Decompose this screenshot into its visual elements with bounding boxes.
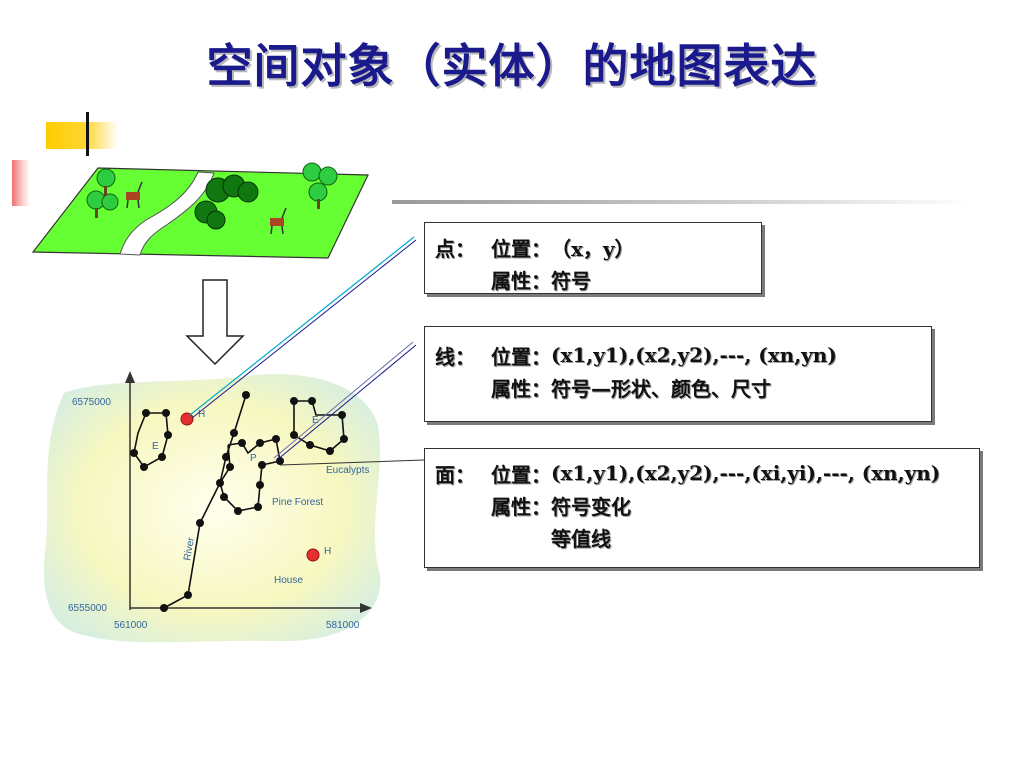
x-axis-left-label: 561000 [114,620,148,631]
map-label-e-right: E [312,415,319,426]
area-box: 面： 位置： (x1,y1),(x2,y2),---,(xi,yi),---, … [424,448,980,568]
x-axis-right-label: 581000 [326,620,360,631]
area-label: 面： [435,462,475,487]
line-box: 线： 位置： (x1,y1),(x2,y2),---, (xn,yn) 属性： … [424,326,932,422]
y-axis-top-label: 6575000 [72,397,111,408]
map-label-river: River [182,536,197,562]
map-label-house: House [274,575,303,586]
down-arrow-icon [185,279,245,366]
y-axis-bottom-label: 6555000 [68,603,107,614]
line-position-value: (x1,y1),(x2,y2),---, (xn,yn) [551,343,837,367]
deer-left [126,181,143,209]
slide-title: 空间对象（实体）的地图表达 [206,39,818,93]
point-position-key: 位置： [491,236,551,261]
point-attribute-value: 符号 [551,268,591,293]
area-attribute-key: 属性： [491,494,551,519]
line-attribute-key: 属性： [491,376,551,401]
map-label-p: P [250,453,257,464]
line-attribute-value: 符号—形状、颜色、尺寸 [551,376,771,401]
header-divider [392,200,972,204]
map-label-h-bottom: H [324,546,331,557]
point-marker-house-top [180,412,194,426]
accent-pink-bar [12,160,30,206]
point-label: 点： [435,236,475,261]
area-attribute-value: 符号变化 [551,494,631,519]
point-box: 点： 位置： （x，y） 属性： 符号 [424,222,762,294]
point-position-value: （x，y） [551,236,635,261]
accent-yellow-bar [46,122,118,149]
line-position-key: 位置： [491,344,551,369]
area-position-key: 位置： [491,462,551,487]
map-label-eucalypts: Eucalypts [326,465,369,476]
deer-right [270,207,287,235]
accent-black-bar [86,112,89,156]
map-label-e-left: E [152,441,159,452]
tree-group-left [86,168,119,218]
point-marker-house-bottom [306,548,320,562]
map-label-pine-forest: Pine Forest [272,497,323,508]
map-label-h-top: H [198,409,205,420]
area-attribute-value-2: 等值线 [551,526,611,551]
area-position-value: (x1,y1),(x2,y2),---,(xi,yi),---, (xn,yn) [551,461,941,485]
line-label: 线： [435,344,475,369]
point-attribute-key: 属性： [491,268,551,293]
landscape-illustration [31,162,369,259]
map-panel: 6575000 6555000 561000 581000 E River P … [43,371,381,643]
tree-group-right [302,162,338,209]
tree-group-center [194,174,259,230]
